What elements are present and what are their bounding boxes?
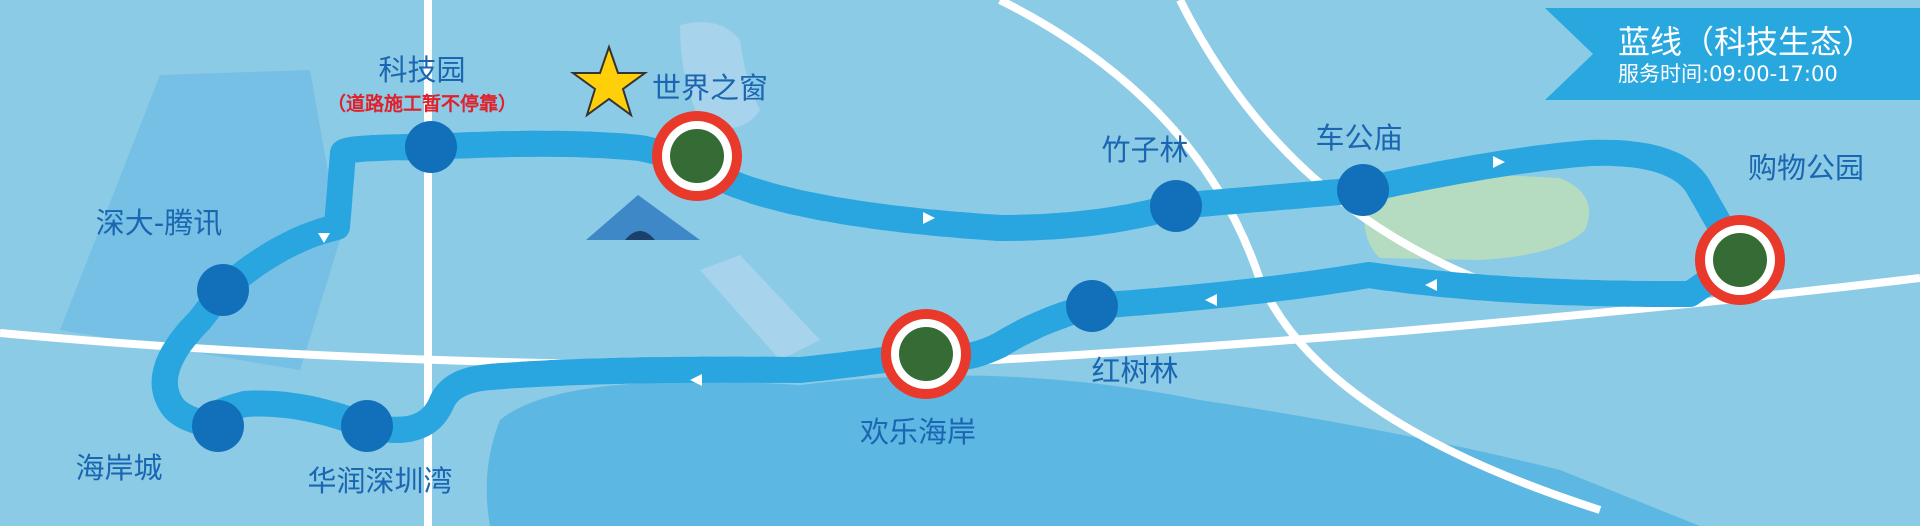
station-kejiyuan[interactable] <box>405 121 457 173</box>
arrow-icon <box>1425 279 1437 291</box>
station-label: 世界之窗 <box>652 71 768 105</box>
station-label: 海岸城 <box>75 451 162 485</box>
pyramid-door <box>625 231 655 240</box>
station-shenda[interactable] <box>197 264 249 316</box>
station-huanlehaian[interactable] <box>881 309 971 399</box>
stations <box>192 121 1389 452</box>
station-chegongmiao[interactable] <box>1337 164 1389 216</box>
plaza <box>700 255 820 360</box>
station-label: 欢乐海岸 <box>860 415 976 449</box>
arrow-icon <box>1493 156 1505 168</box>
arrow-icon <box>923 212 935 224</box>
banner-hours: 服务时间:09:00-17:00 <box>1618 62 1838 86</box>
station-label: 华润深圳湾 <box>307 464 452 498</box>
land-area <box>60 70 340 370</box>
station-haiancheng[interactable] <box>192 400 244 452</box>
park-area <box>1364 171 1590 260</box>
arrow-icon <box>690 374 702 386</box>
station-hongshulin[interactable] <box>1066 280 1118 332</box>
station-huarun[interactable] <box>341 400 393 452</box>
station-label: 深大-腾讯 <box>96 206 222 240</box>
station-label: 竹子林 <box>1101 133 1188 167</box>
station-label: 科技园 <box>378 53 465 87</box>
station-shijiezhichuang[interactable] <box>652 111 742 201</box>
station-label: 红树林 <box>1091 354 1178 388</box>
station-zhuzilin[interactable] <box>1150 180 1202 232</box>
lake <box>680 22 760 129</box>
arrow-icon <box>318 233 330 243</box>
banner-title: 蓝线（科技生态） <box>1618 23 1874 61</box>
pyramid-landmark <box>586 195 700 240</box>
station-note: （道路施工暂不停靠） <box>327 92 517 115</box>
star-icon <box>569 43 649 118</box>
station-gouwugongyuan[interactable] <box>1695 215 1785 305</box>
direction-arrows <box>318 156 1505 386</box>
bay-water <box>486 375 1701 526</box>
station-label: 车公庙 <box>1315 121 1402 155</box>
arrow-icon <box>1205 294 1217 306</box>
station-label: 购物公园 <box>1748 151 1864 185</box>
line-banner <box>1545 8 1920 100</box>
